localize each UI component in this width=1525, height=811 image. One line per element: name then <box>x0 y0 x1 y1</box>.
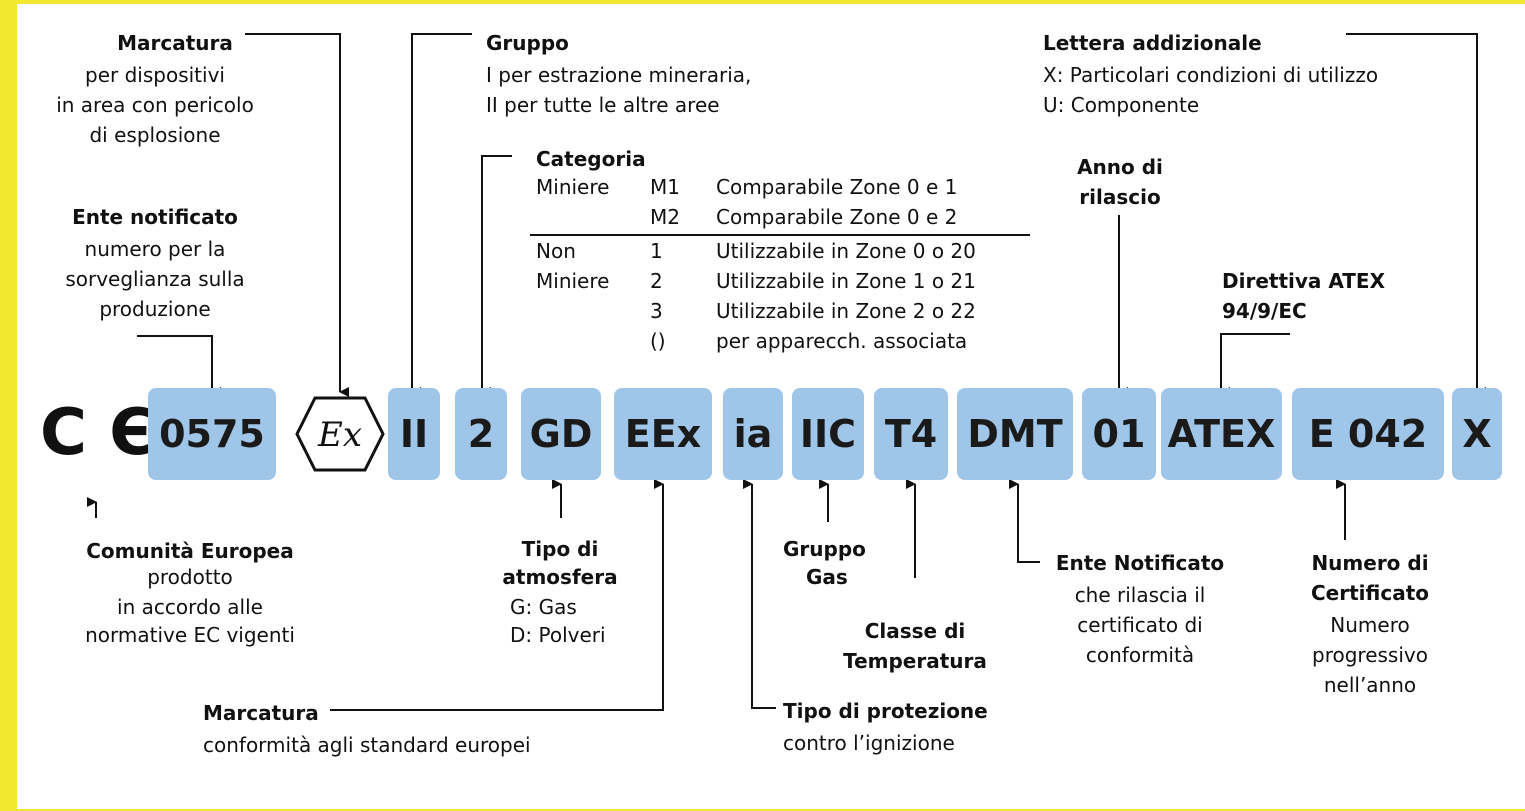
categoria-group: Non <box>536 239 576 263</box>
box-atex: ATEX <box>1161 388 1282 480</box>
ente-notificato-line1: numero per la <box>84 237 226 261</box>
tipo-atmosfera-line4: D: Polveri <box>510 623 606 647</box>
numero-cert-line4: progressivo <box>1312 643 1428 667</box>
box-issuing-body: DMT <box>957 388 1073 480</box>
box-gas-group: IIC <box>792 388 864 480</box>
ente-notificato-title: Ente notificato <box>72 205 238 229</box>
marcatura-bottom-line1: conformità agli standard europei <box>203 733 531 757</box>
ce-mark: C Є <box>40 396 157 470</box>
anno-line1: Anno di <box>1077 155 1163 179</box>
categoria-code: 2 <box>650 269 663 293</box>
ente-notificato2-title: Ente Notificato <box>1055 551 1225 575</box>
tipo-atmosfera-line1: Tipo di <box>521 537 599 561</box>
gruppo-title: Gruppo <box>486 31 569 55</box>
box-protection: ia <box>723 388 783 480</box>
categoria-code: M1 <box>650 175 680 199</box>
categoria-desc: Utilizzabile in Zone 2 o 22 <box>716 299 976 323</box>
box-additional-letter: X <box>1452 388 1502 480</box>
lettera-title: Lettera addizionale <box>1043 31 1262 55</box>
comunita-line1: prodotto <box>147 565 233 589</box>
box-notified-body: 0575 <box>148 388 276 480</box>
box-year: 01 <box>1082 388 1156 480</box>
gruppo-line2: II per tutte le altre aree <box>486 93 720 117</box>
tipo-atmosfera-line2: atmosfera <box>502 565 618 589</box>
anno-line2: rilascio <box>1079 185 1161 209</box>
lettera-line2: U: Componente <box>1043 93 1200 117</box>
tipo-protezione-line1: contro l’ignizione <box>783 731 955 755</box>
categoria-divider <box>530 234 1030 236</box>
classe-temp-line1: Classe di <box>864 619 966 643</box>
comunita-line3: normative EC vigenti <box>85 623 295 647</box>
marcatura-top-title: Marcatura <box>117 31 233 55</box>
marcatura-top-line3: di esplosione <box>89 123 221 147</box>
numero-cert-line2: Certificato <box>1311 581 1429 605</box>
tipo-protezione-title: Tipo di protezione <box>783 699 988 723</box>
marcatura-bottom-title: Marcatura <box>203 701 319 725</box>
ente-notificato2-line1: che rilascia il <box>1074 583 1206 607</box>
comunita-line2: in accordo alle <box>117 595 263 619</box>
ex-hexagon-icon: Ex <box>295 396 385 472</box>
box-atmosphere: GD <box>521 388 601 480</box>
classe-temp-line2: Temperatura <box>843 649 987 673</box>
lettera-line1: X: Particolari condizioni di utilizzo <box>1043 63 1379 87</box>
comunita-title: Comunità Europea <box>86 539 294 563</box>
categoria-desc: Comparabile Zone 0 e 2 <box>716 205 958 229</box>
categoria-desc: Utilizzabile in Zone 0 o 20 <box>716 239 976 263</box>
box-eex: EEx <box>614 388 712 480</box>
box-group: II <box>388 388 440 480</box>
categoria-desc: Utilizzabile in Zone 1 o 21 <box>716 269 976 293</box>
direttiva-line2: 94/9/EC <box>1222 299 1307 323</box>
tipo-atmosfera-line3: G: Gas <box>510 595 577 619</box>
categoria-code: () <box>650 329 666 353</box>
categoria-desc: Comparabile Zone 0 e 1 <box>716 175 958 199</box>
gruppo-line1: I per estrazione mineraria, <box>486 63 752 87</box>
categoria-title: Categoria <box>536 147 646 171</box>
ente-notificato-line2: sorveglianza sulla <box>65 267 245 291</box>
categoria-group: Miniere <box>536 269 610 293</box>
direttiva-line1: Direttiva ATEX <box>1222 269 1386 293</box>
gruppo-gas-line2: Gas <box>806 565 848 589</box>
ente-notificato2-line2: certificato di <box>1077 613 1203 637</box>
categoria-group: Miniere <box>536 175 610 199</box>
box-temp-class: T4 <box>874 388 948 480</box>
marcatura-top-line1: per dispositivi <box>85 63 225 87</box>
categoria-code: 1 <box>650 239 663 263</box>
numero-cert-line5: nell’anno <box>1323 673 1417 697</box>
marcatura-top-line2: in area con pericolo <box>56 93 254 117</box>
ente-notificato-line3: produzione <box>99 297 211 321</box>
ex-symbol-text: Ex <box>317 415 362 455</box>
box-category: 2 <box>455 388 507 480</box>
ente-notificato2-line3: conformità <box>1085 643 1195 667</box>
box-certificate-number: E 042 <box>1292 388 1444 480</box>
categoria-desc: per apparecch. associata <box>716 329 968 353</box>
categoria-code: M2 <box>650 205 680 229</box>
gruppo-gas-line1: Gruppo <box>783 537 866 561</box>
categoria-code: 3 <box>650 299 663 323</box>
numero-cert-line3: Numero <box>1330 613 1410 637</box>
numero-cert-line1: Numero di <box>1311 551 1429 575</box>
